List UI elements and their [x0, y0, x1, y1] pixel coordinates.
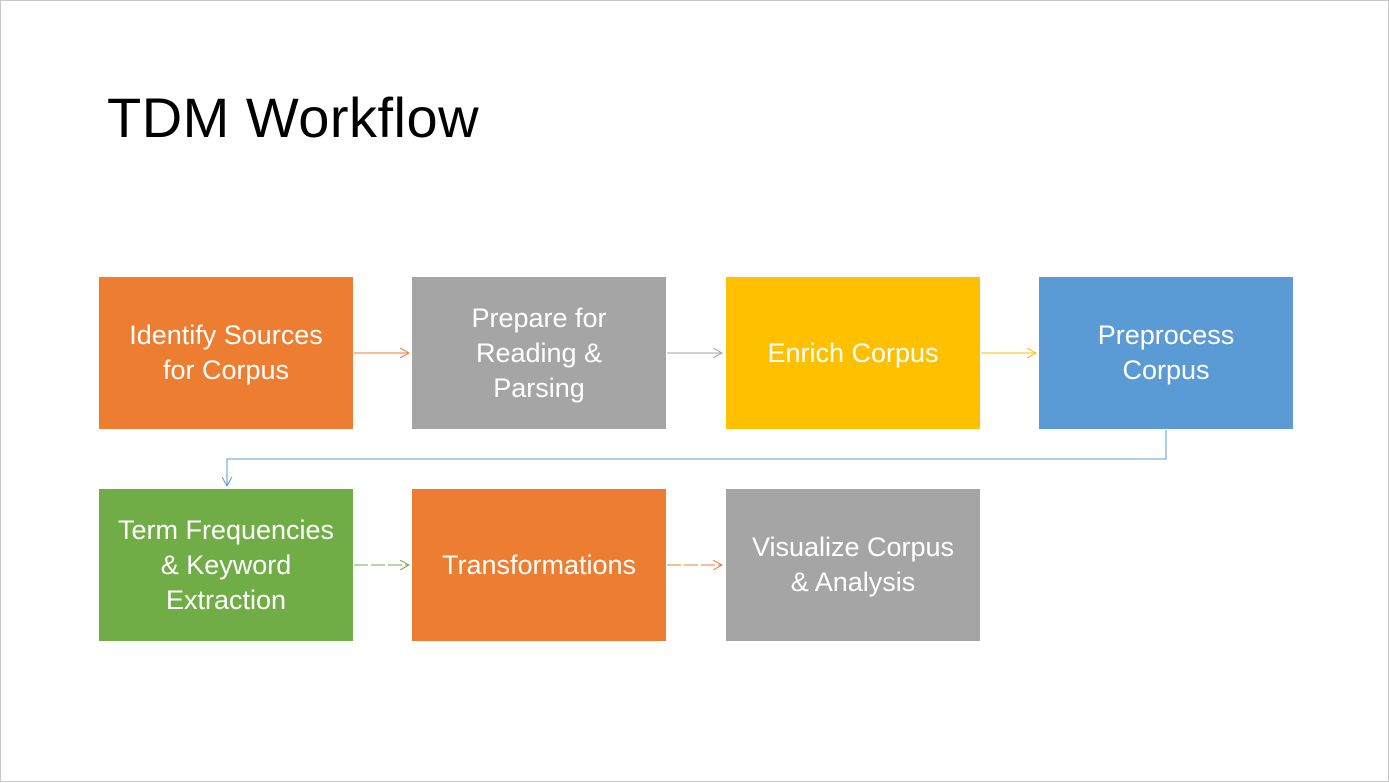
- step-enrich-corpus: Enrich Corpus: [726, 277, 980, 429]
- step-identify-sources-label: Identify Sources for Corpus: [129, 320, 323, 385]
- step-identify-sources: Identify Sources for Corpus: [99, 277, 353, 429]
- step-visualize-corpus: Visualize Corpus & Analysis: [726, 489, 980, 641]
- step-transformations: Transformations: [412, 489, 666, 641]
- slide-title: TDM Workflow: [107, 86, 480, 149]
- arrow-step4-to-step5: [227, 430, 1167, 486]
- step-transformations-label: Transformations: [441, 549, 637, 580]
- step-visualize-corpus-label: Visualize Corpus & Analysis: [751, 532, 955, 597]
- step-prepare-reading-parsing: Prepare for Reading & Parsing: [412, 277, 666, 429]
- step-preprocess-corpus: Preprocess Corpus: [1039, 277, 1293, 429]
- step-term-frequencies: Term Frequencies & Keyword Extraction: [99, 489, 353, 641]
- step-enrich-corpus-label: Enrich Corpus: [767, 337, 939, 368]
- step-preprocess-corpus-label: Preprocess Corpus: [1097, 320, 1235, 385]
- step-prepare-reading-parsing-label: Prepare for Reading & Parsing: [471, 302, 607, 403]
- step-term-frequencies-label: Term Frequencies & Keyword Extraction: [117, 514, 335, 615]
